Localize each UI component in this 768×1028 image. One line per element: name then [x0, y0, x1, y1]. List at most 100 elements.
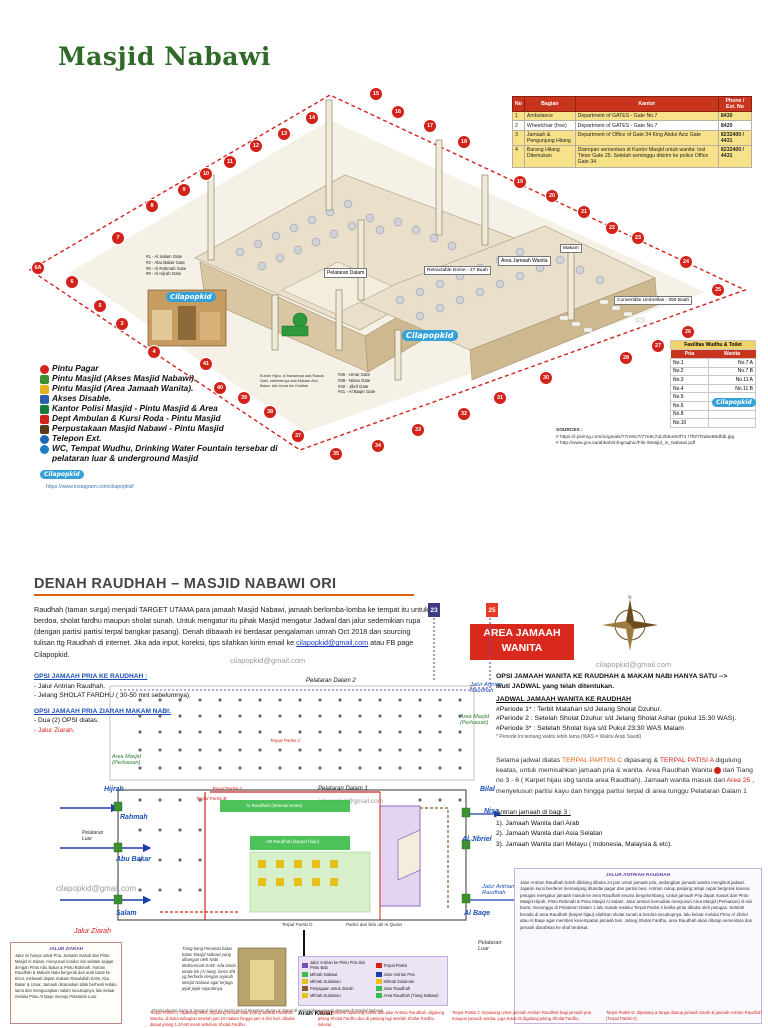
label-ar-raudhah-hijau: AR Raudhah (karpet hijau)	[266, 839, 320, 844]
table-cell: No.11 B	[707, 383, 757, 394]
gate-marker: 18	[458, 136, 470, 148]
email-watermark: cilapopkid@gmail.com	[56, 884, 137, 893]
label-jalur-antrian-top: Jalur Antrian Raudhah	[470, 682, 503, 694]
gate-marker: 26	[682, 326, 694, 338]
label-pelataran-dalam-1: Pelataran Dalam 1	[318, 786, 368, 792]
raudhah-area	[249, 851, 371, 913]
gate-marker: 32	[458, 408, 470, 420]
desc-highlight: Area 25	[726, 777, 751, 785]
table-cell: Ambulance	[523, 110, 576, 122]
label-terpal-a: Terpal Partisi A	[212, 786, 243, 791]
pagar-perimeter	[28, 94, 747, 451]
gate-marker: 19	[514, 176, 526, 188]
legend-swatch	[375, 962, 382, 968]
table-cell: No.4	[670, 383, 709, 394]
terpal-note: Terpal Partisi D: dipasang & tanpa ditut…	[606, 1010, 762, 1021]
info-box-title: JALUR ANTRIAN RAUDHAH	[605, 873, 671, 878]
table-header: Pria	[670, 349, 709, 359]
jalur-antrian-info-box: JALUR ANTRIAN RAUDHAH Jalur Antrian Raud…	[514, 868, 762, 1024]
terpal-note: Terpal Partisi B dipasang ketika ada jal…	[318, 1010, 445, 1027]
legend-label: Jalur Antrian Pria	[383, 972, 415, 977]
legend-label: Pintu Masjid (Akses Masjid Nabawi).	[52, 373, 197, 383]
legend-swatch	[302, 962, 308, 968]
masjid-map-illustration	[28, 94, 747, 451]
jadwal-heading: JADWAL JAMAAH WANITA KE RAUDHAH	[496, 695, 632, 703]
raudhah-band	[220, 800, 350, 812]
page-gap	[0, 500, 768, 562]
raudhah-title: DENAH RAUDHAH – MASJID NABAWI ORI	[34, 576, 336, 592]
raudhah-band	[250, 836, 350, 850]
gate-marker: 30	[540, 372, 552, 384]
gate-label-abu-bakar: Abu Bakar	[116, 856, 152, 863]
email-watermark: cilapopkid@gmail.com	[318, 798, 384, 805]
table-row: No.8	[670, 409, 757, 420]
table-cell: 1	[512, 110, 525, 122]
gate-item: #39 - Nissa Gate	[338, 377, 371, 383]
label-area-masjid-right: Area Masjid (Perluasan)	[460, 714, 490, 726]
compass-icon: N	[602, 596, 658, 651]
brand-logo: Cilapopkid	[166, 292, 216, 302]
antrian-block: Antrian jamaah di bagi 3 : 1). Jamaah Wa…	[496, 808, 758, 850]
opsi-wanita-heading: OPSI JAMAAH WANITA KE RAUDHAH & MAKAM NA…	[496, 673, 728, 680]
intro-text: Raudhah (taman surga) menjadi TARGET UTA…	[34, 605, 429, 648]
area-jamaah-wanita-box: AREA JAMAAH WANITA	[470, 624, 574, 660]
gate-marker: 37	[292, 430, 304, 442]
gate-label-salam: Salam	[116, 910, 137, 917]
gate-label-al-jibriel: Al Jibriel	[462, 836, 492, 843]
legend-swatch	[302, 979, 308, 984]
antrian-line: 1). Jamaah Wanita dari Arab	[496, 819, 580, 827]
legend-item: Telepon Ext.	[40, 433, 280, 444]
antrian-heading: Antrian jamaah di bagi 3 :	[496, 809, 571, 816]
legend-swatch	[302, 993, 308, 998]
table-row: 2 Wheelchair (free) Department of GATES …	[512, 120, 753, 131]
table-cell: Disimpan sementara di Kantor Masjid untu…	[574, 145, 719, 168]
gate-item: #41 - Al Baqie Gate	[338, 389, 376, 395]
gate-marker: 40	[214, 382, 226, 394]
facilities-title: Fasilitas Wudhu & Toilet	[670, 340, 756, 350]
raudhah-floor-plan	[60, 618, 522, 1007]
green-dome	[292, 312, 308, 328]
gate-marker: 39	[238, 392, 250, 404]
gate-icon	[40, 365, 49, 374]
gate-marker: 6	[66, 276, 78, 288]
gate-marker: 13	[278, 128, 290, 140]
gate-marker: 20	[546, 190, 558, 202]
label-pelataran-luar-left: Pelataran Luar	[82, 830, 104, 842]
water-icon	[40, 445, 49, 454]
table-header: Phone / Ext. No	[717, 96, 753, 112]
table-row: 4 Barang Hilang Ditemukan Disimpan semen…	[512, 145, 753, 168]
terpal-note: Terpal Partisi C terpasang untuk jamaah …	[452, 1010, 591, 1021]
jalur-ziarah-text: Jalur ini hanya untuk Pria. Jamaah masuk…	[15, 952, 117, 1000]
table-cell: 4	[512, 145, 525, 168]
gate-marker: 38	[264, 406, 276, 418]
intro-tail: atau FB page Cilapopkid.	[34, 638, 414, 659]
gate-marker: 25	[712, 284, 724, 296]
instagram-link[interactable]: https://www.instagram.com/cilapopkid/	[46, 484, 134, 490]
intro-email-link[interactable]: cilapopkid@gmail.com	[296, 638, 369, 648]
table-cell: 8232400 / 4431	[717, 129, 753, 147]
library-icon	[40, 425, 49, 434]
gate-23-badge: 23	[428, 603, 440, 617]
gate-marker: 4	[148, 346, 160, 358]
gate-marker: 9	[178, 184, 190, 196]
legend-swatch	[375, 993, 382, 998]
legend-row: Jalur Antrian ke Pintu Pria dari Pintu B…	[302, 960, 444, 970]
opsi-pria-heading: OPSI JAMAAH PRIA KE RAUDHAH :	[34, 673, 148, 680]
legend-label: Kantor Polisi Masjid - Pintu Masjid & Ar…	[52, 403, 218, 413]
gate-marker: 34	[372, 440, 384, 452]
opsi-pria-line: - Dua (2) OPSI diatas.	[34, 717, 99, 725]
desc-text: digulung keatas, untuk memisahkan jamaah…	[496, 757, 742, 775]
jalur-ziarah-title: JALUR ZIARAH	[49, 946, 83, 951]
gate-marker: 35	[330, 448, 342, 460]
table-header: Kantor	[574, 96, 719, 112]
legend-label: Mihrab Sulaiman	[383, 979, 415, 984]
gate-item: #5 - Al Rahmah Gate	[146, 265, 187, 271]
table-cell: No.10	[670, 418, 709, 428]
legend-row: Mihrab Nabawi Jalur Antrian Pria	[302, 972, 444, 977]
gate-marker: 11	[224, 156, 236, 168]
jadwal-line: #Periode 2 : Setelah Sholat Dzuhur s/d J…	[496, 715, 737, 723]
raudhah-intro: Raudhah (taman surga) menjadi TARGET UTA…	[34, 604, 432, 660]
